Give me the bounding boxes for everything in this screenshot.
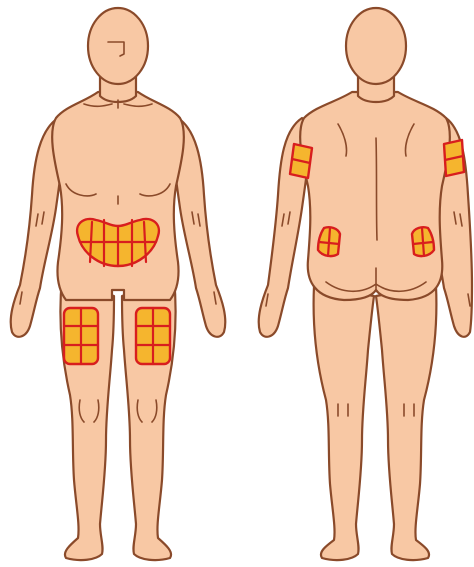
back-right-upper-arm-zone [444,140,464,176]
back-head [346,8,406,84]
front-right-thigh-zone [136,308,170,364]
back-left-hip-zone [318,227,340,256]
back-spine [376,138,377,240]
front-head [88,8,148,84]
back-torso [300,92,450,300]
front-view-figure [11,8,226,560]
front-left-thigh-zone [64,308,98,364]
back-left-leg [314,286,374,560]
back-right-hip-zone [412,227,434,256]
front-abdomen-zone [77,219,159,266]
back-right-leg [376,286,436,560]
back-view-figure [259,8,472,560]
back-left-upper-arm-zone [290,144,312,178]
